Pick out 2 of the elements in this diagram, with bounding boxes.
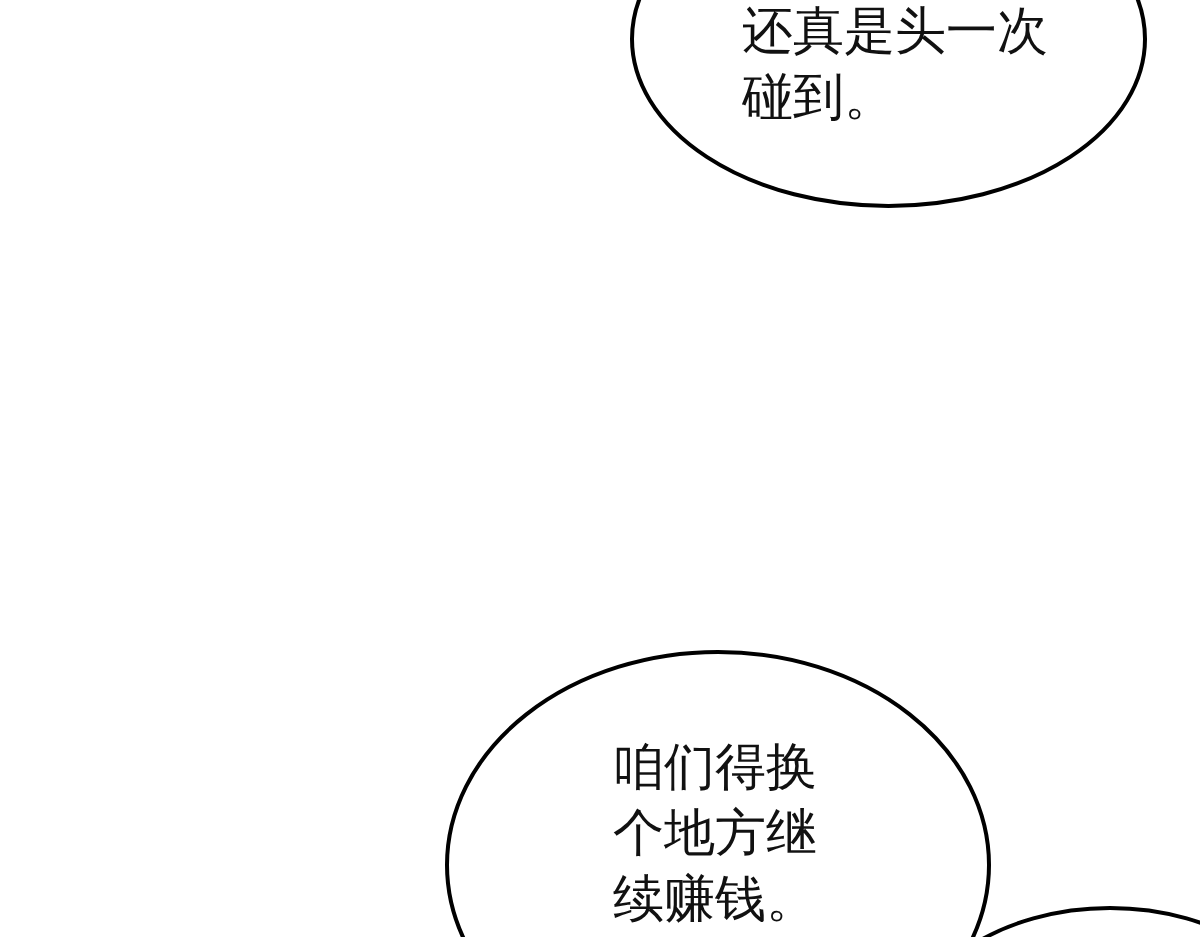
dialogue-text: 还真是头一次碰到。	[742, 0, 1049, 128]
dialogue-text: 咱们得换个地方继续赚钱。	[613, 736, 818, 930]
